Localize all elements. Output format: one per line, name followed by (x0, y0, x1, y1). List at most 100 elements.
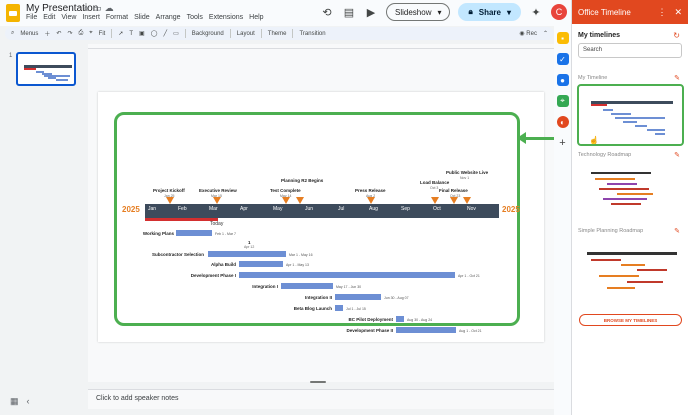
menu-format[interactable]: Format (105, 14, 129, 21)
cloud-status-icon[interactable]: ☁ (104, 3, 117, 13)
task-label: Beta Blog Launch (293, 306, 332, 311)
add-addon-icon[interactable]: + (559, 137, 566, 149)
chevron-down-icon[interactable]: ▾ (437, 7, 442, 17)
slide[interactable]: Project Kickoff Jan 25 Executive Review … (98, 92, 544, 342)
menu-help[interactable]: Help (249, 14, 264, 21)
year-right: 2025 (502, 205, 520, 214)
avatar[interactable]: C (551, 4, 567, 20)
office-timeline-panel: Office Timeline ⋮ ✕ My timelines ↻ Searc… (571, 0, 688, 415)
gemini-icon[interactable]: ✦ (531, 6, 541, 19)
collapse-toolbar-icon[interactable]: ⌃ (542, 31, 548, 37)
search-input[interactable]: Search (578, 43, 682, 58)
line-icon[interactable]: ╱ (163, 31, 168, 37)
month-label: Jul (338, 206, 345, 212)
edit-icon[interactable]: ✎ (674, 152, 680, 159)
card-bar (637, 269, 667, 271)
milestone-marker (296, 197, 304, 204)
slide-canvas[interactable]: Project Kickoff Jan 25 Executive Review … (88, 44, 554, 382)
comments-icon[interactable]: ▤ (343, 6, 355, 19)
notes-resize-handle[interactable] (310, 381, 326, 383)
slideshow-button[interactable]: Slideshow ▾ (386, 3, 451, 21)
keep-icon[interactable]: ▪ (556, 32, 569, 44)
refresh-icon[interactable]: ↻ (673, 31, 680, 40)
milestone-label: Test Complete (270, 188, 301, 193)
title-bar: My Presentation ☆▭☁ File Edit View Inser… (0, 0, 571, 26)
menu-file[interactable]: File (26, 14, 38, 21)
menu-view[interactable]: View (61, 14, 77, 21)
office-timeline-icon[interactable]: ◐ (556, 116, 569, 128)
star-icon[interactable]: ☆ (82, 3, 94, 13)
milestone-marker (213, 197, 221, 204)
collapse-filmstrip-icon[interactable]: ‹ (26, 396, 38, 406)
speaker-notes[interactable]: Click to add speaker notes (88, 389, 554, 409)
divider (111, 29, 113, 38)
task-dates: Mar 1 - May 16 (289, 253, 313, 257)
menu-insert[interactable]: Insert (82, 14, 100, 21)
transition-button[interactable]: Transition (299, 30, 326, 37)
chevron-down-icon[interactable]: ▾ (506, 7, 511, 17)
timeline-card-simple-planning-roadmap[interactable] (577, 238, 684, 300)
milestone-label: Press Release (355, 188, 386, 193)
zoom-select[interactable]: Fit (98, 30, 106, 37)
theme-button[interactable]: Theme (267, 30, 287, 37)
task-bar (176, 230, 212, 236)
task-bar (239, 261, 283, 267)
slides-logo-icon[interactable] (6, 4, 20, 22)
background-button[interactable]: Background (191, 30, 224, 37)
milestone-marker (282, 197, 290, 204)
task-bar (208, 251, 286, 257)
menu-extensions[interactable]: Extensions (208, 14, 244, 21)
month-label: Mar (209, 206, 218, 212)
comment-add-icon[interactable]: ▭ (173, 31, 179, 37)
tasks-icon[interactable]: ✓ (556, 53, 569, 65)
document-title[interactable]: My Presentation (26, 3, 99, 14)
milestone-marker (431, 197, 439, 204)
redo-icon[interactable]: ↷ (67, 31, 73, 37)
search-menus-icon[interactable]: ⌕ (11, 30, 15, 36)
rec-button[interactable]: ◉ Rec (519, 31, 537, 37)
menu-arrange[interactable]: Arrange (155, 14, 181, 21)
add-slide-icon[interactable]: ＋ (44, 32, 51, 38)
menus-search[interactable]: Menus (20, 30, 39, 37)
print-icon[interactable]: ⎙ (78, 30, 84, 36)
view-controls: ▦‹ (10, 396, 38, 407)
paint-format-icon[interactable]: ⌖ (89, 30, 93, 36)
textbox-icon[interactable]: T (129, 30, 134, 37)
task-dates: Apr 1 - Oct 21 (458, 274, 480, 278)
undo-icon[interactable]: ↶ (56, 31, 62, 37)
menu-edit[interactable]: Edit (43, 14, 56, 21)
meet-icon[interactable]: ▶ (366, 6, 376, 19)
contacts-icon[interactable]: ● (556, 74, 569, 86)
close-icon[interactable]: ✕ (674, 6, 682, 17)
layout-button[interactable]: Layout (236, 30, 255, 37)
milestone-date: Aug 2 (366, 194, 376, 198)
card-bar (627, 281, 663, 283)
maps-icon[interactable]: ⌖ (556, 95, 569, 107)
section-title: My timelines (578, 32, 621, 39)
share-button[interactable]: 🔒︎ Share ▾ (458, 3, 521, 21)
slide-thumbnail[interactable] (16, 52, 76, 86)
card-bar (603, 198, 647, 200)
milestone-marker (166, 197, 174, 204)
menu-tools[interactable]: Tools (186, 14, 203, 21)
task-label: Development Phase I (190, 273, 236, 278)
move-folder-icon[interactable]: ▭ (93, 3, 105, 13)
month-label: Jan (148, 206, 157, 212)
menu-slide[interactable]: Slide (134, 14, 150, 21)
edit-icon[interactable]: ✎ (674, 75, 680, 82)
timeline-card-my-timeline[interactable]: ☝ (577, 84, 684, 146)
more-vert-icon[interactable]: ⋮ (657, 6, 667, 17)
divider (292, 29, 294, 38)
select-icon[interactable]: ➚ (118, 31, 124, 37)
browse-timelines-button[interactable]: BROWSE MY TIMELINES (579, 314, 682, 326)
card-bar (591, 101, 673, 104)
thumb-bar (24, 68, 36, 70)
timeline-card-technology-roadmap[interactable] (577, 162, 684, 222)
history-icon[interactable]: ⟲ (322, 6, 332, 19)
grid-view-icon[interactable]: ▦ (10, 396, 27, 406)
image-icon[interactable]: ▣ (139, 31, 145, 37)
timeline-selection-frame[interactable] (114, 112, 520, 326)
timeline-bar (145, 204, 499, 218)
shape-icon[interactable]: ◯ (150, 31, 158, 37)
edit-icon[interactable]: ✎ (674, 228, 680, 235)
